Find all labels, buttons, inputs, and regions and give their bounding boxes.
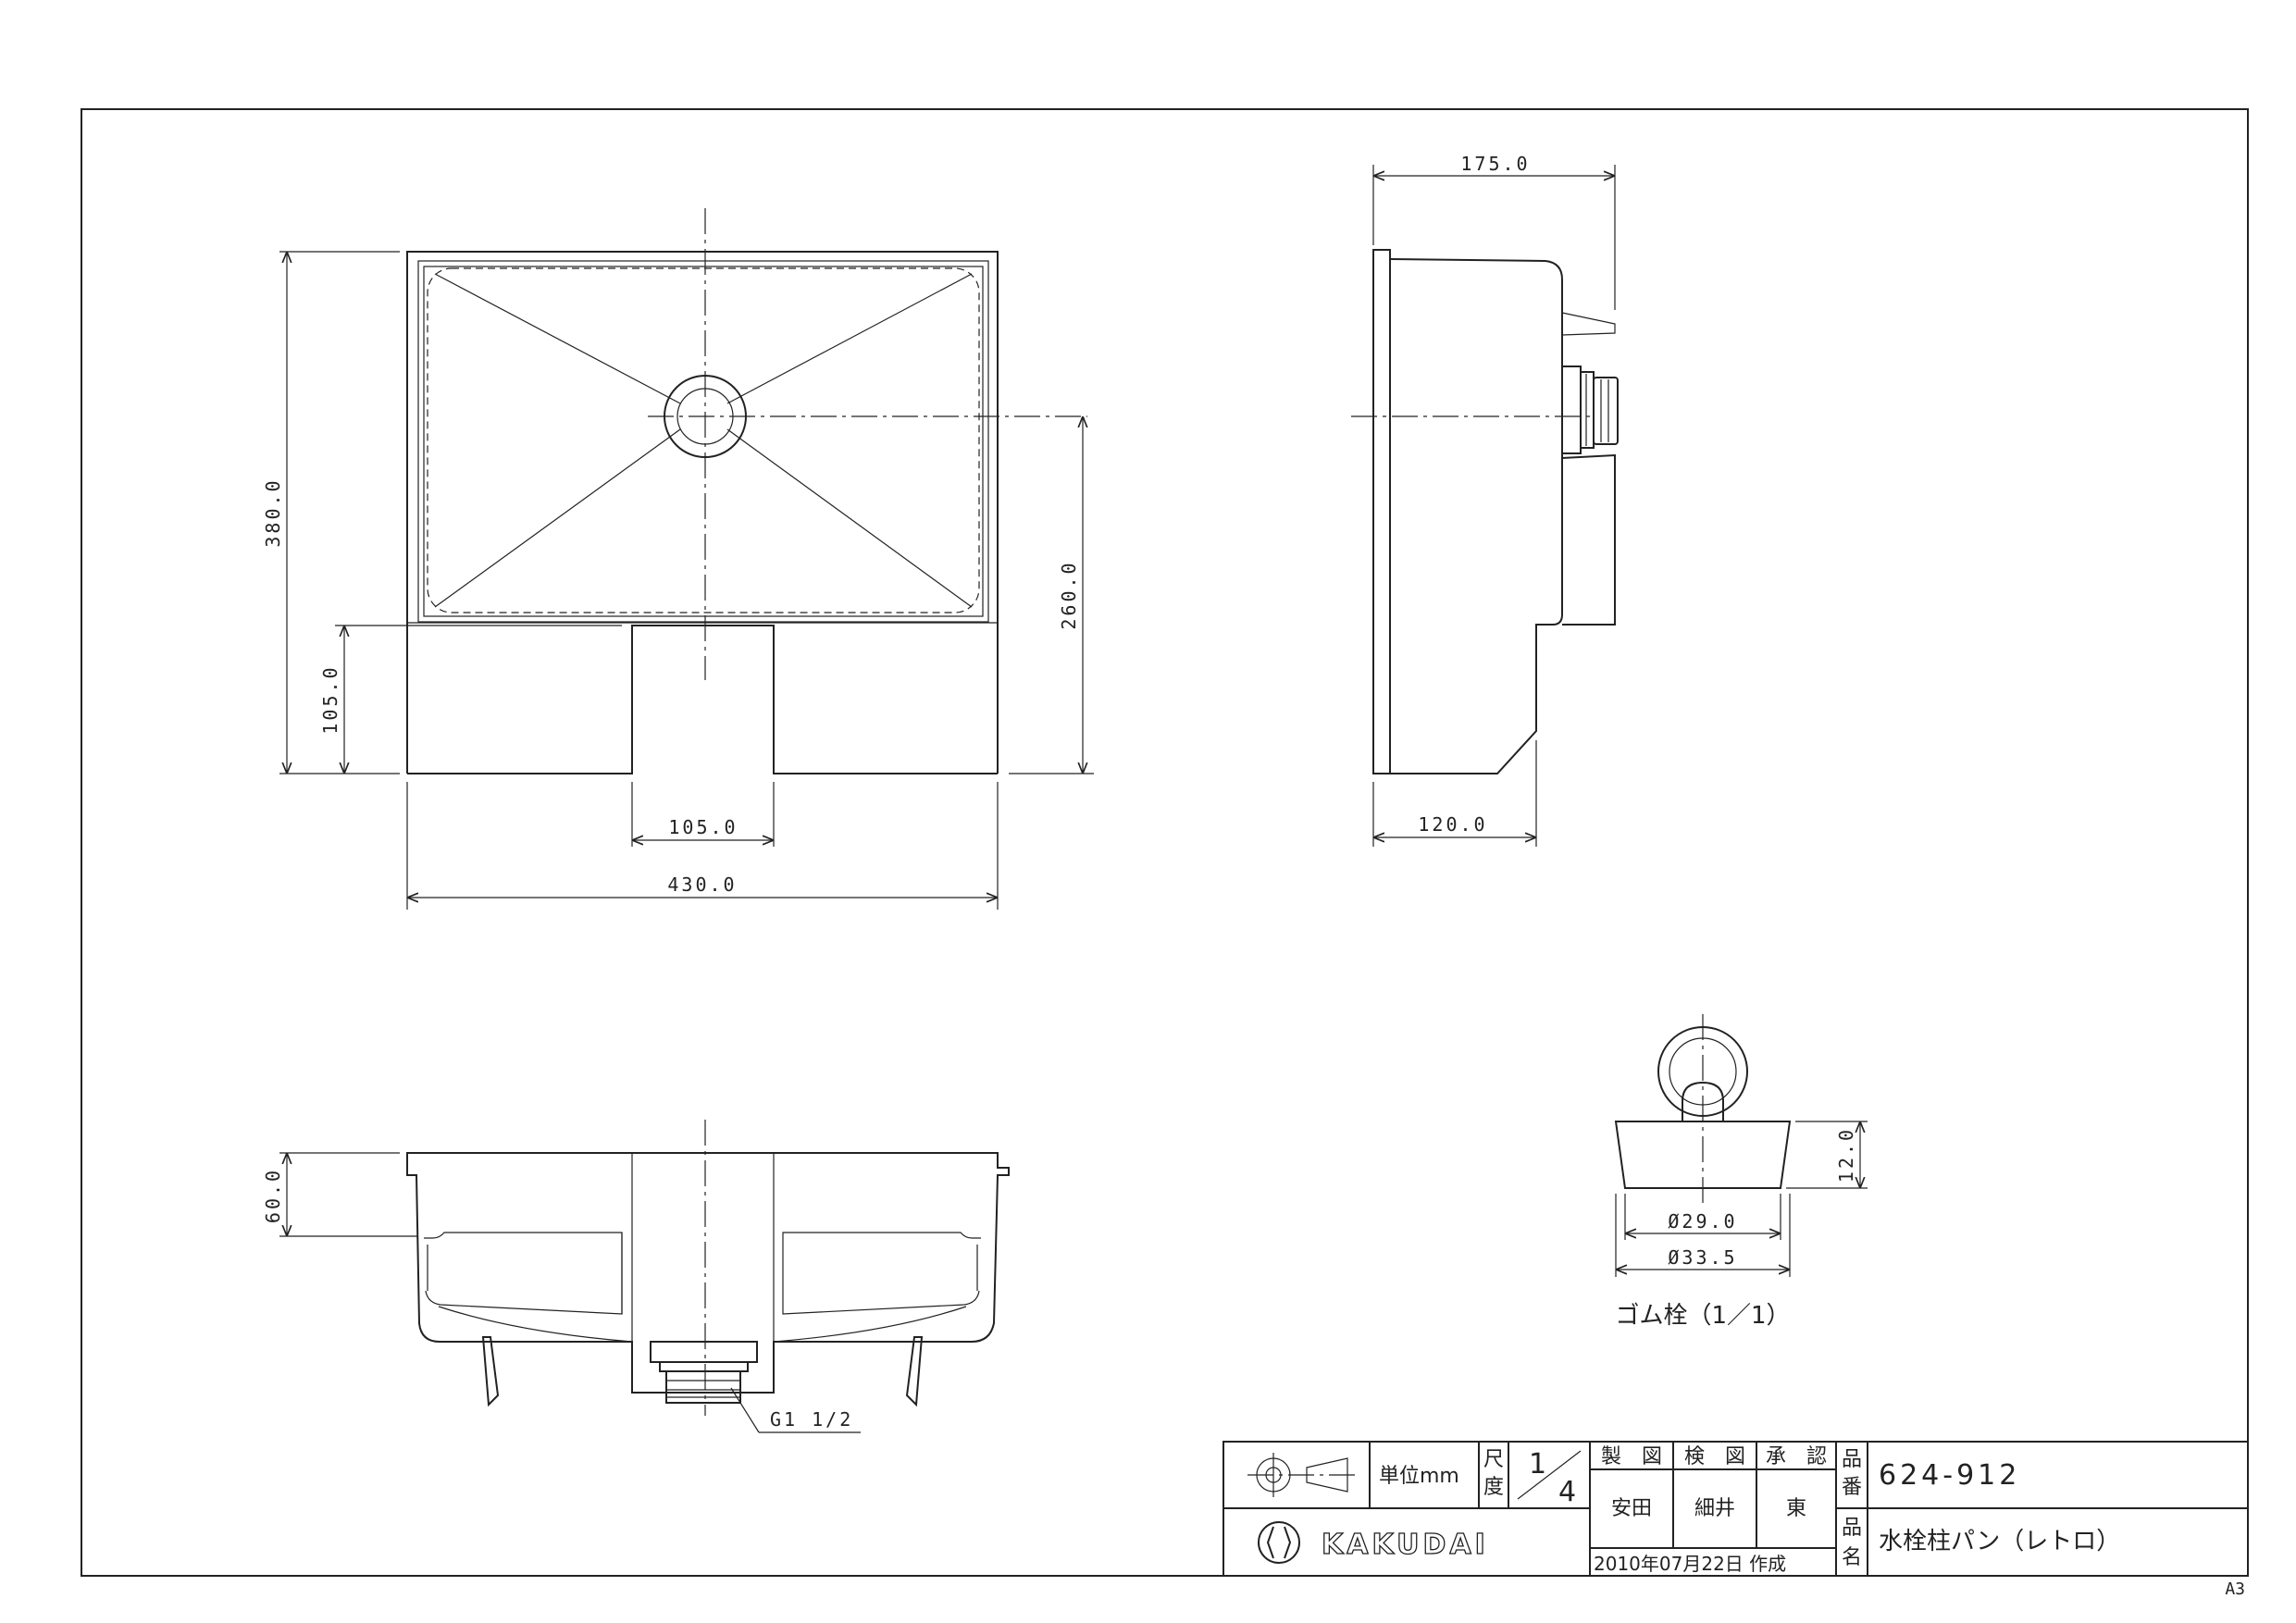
rubber-plug-view: Ø29.0 Ø33.5 12.0 ゴム栓（1／1） bbox=[1614, 1014, 1868, 1330]
name-label-2: 名 bbox=[1842, 1546, 1862, 1569]
drawing-frame bbox=[81, 108, 2249, 1577]
front-view: 60.0 G1 1/2 bbox=[262, 1120, 1010, 1433]
scale-label-2: 度 bbox=[1483, 1476, 1504, 1499]
checked-header: 検 図 bbox=[1684, 1445, 1745, 1468]
plug-caption: ゴム栓（1／1） bbox=[1615, 1302, 1790, 1330]
part-name: 水栓柱パン（レトロ） bbox=[1879, 1528, 2120, 1555]
kakudai-logo-icon bbox=[1258, 1521, 1300, 1564]
scale-numerator: 1 bbox=[1529, 1448, 1546, 1481]
dim-thread: G1 1/2 bbox=[770, 1408, 853, 1431]
dim-side-depth: 175.0 bbox=[1460, 153, 1530, 175]
part-no-label-1: 品 bbox=[1842, 1448, 1862, 1471]
dim-plug-d2: Ø33.5 bbox=[1668, 1246, 1737, 1269]
brand-name: KAKUDAI bbox=[1322, 1529, 1489, 1561]
sheet-size-label: A3 bbox=[2225, 1580, 2245, 1599]
dim-plug-height: 12.0 bbox=[1835, 1127, 1857, 1183]
dim-top-width: 430.0 bbox=[667, 873, 737, 896]
dim-notch-width: 105.0 bbox=[668, 816, 738, 838]
dim-plug-d1: Ø29.0 bbox=[1668, 1210, 1737, 1233]
checked-by: 細井 bbox=[1694, 1497, 1735, 1520]
dim-front-height: 60.0 bbox=[262, 1168, 284, 1223]
scale-label-1: 尺 bbox=[1483, 1448, 1504, 1471]
approved-by: 東 bbox=[1786, 1497, 1806, 1520]
unit-label: 単位mm bbox=[1379, 1465, 1459, 1488]
projection-symbol-icon bbox=[1247, 1453, 1359, 1497]
top-view: 380.0 105.0 260.0 105.0 430.0 bbox=[262, 208, 1094, 910]
title-block: KAKUDAI 単位mm 尺 度 1 4 製 図 検 図 承 認 安田 細井 東… bbox=[1222, 1441, 2249, 1577]
drawn-header: 製 図 bbox=[1601, 1445, 1662, 1468]
dim-side-bottom: 120.0 bbox=[1418, 813, 1487, 836]
drawn-by: 安田 bbox=[1611, 1497, 1652, 1520]
part-no-label-2: 番 bbox=[1842, 1476, 1862, 1499]
part-number: 624-912 bbox=[1879, 1459, 2020, 1492]
side-view: 175.0 120.0 bbox=[1351, 153, 1619, 847]
dim-notch-depth: 105.0 bbox=[319, 664, 341, 734]
name-label-1: 品 bbox=[1842, 1517, 1862, 1540]
scale-denominator: 4 bbox=[1558, 1476, 1576, 1508]
approved-header: 承 認 bbox=[1766, 1445, 1827, 1468]
drawing-date: 2010年07月22日 作成 bbox=[1594, 1553, 1786, 1575]
dim-top-depth: 380.0 bbox=[262, 477, 284, 547]
dim-drain-center: 260.0 bbox=[1058, 560, 1080, 629]
